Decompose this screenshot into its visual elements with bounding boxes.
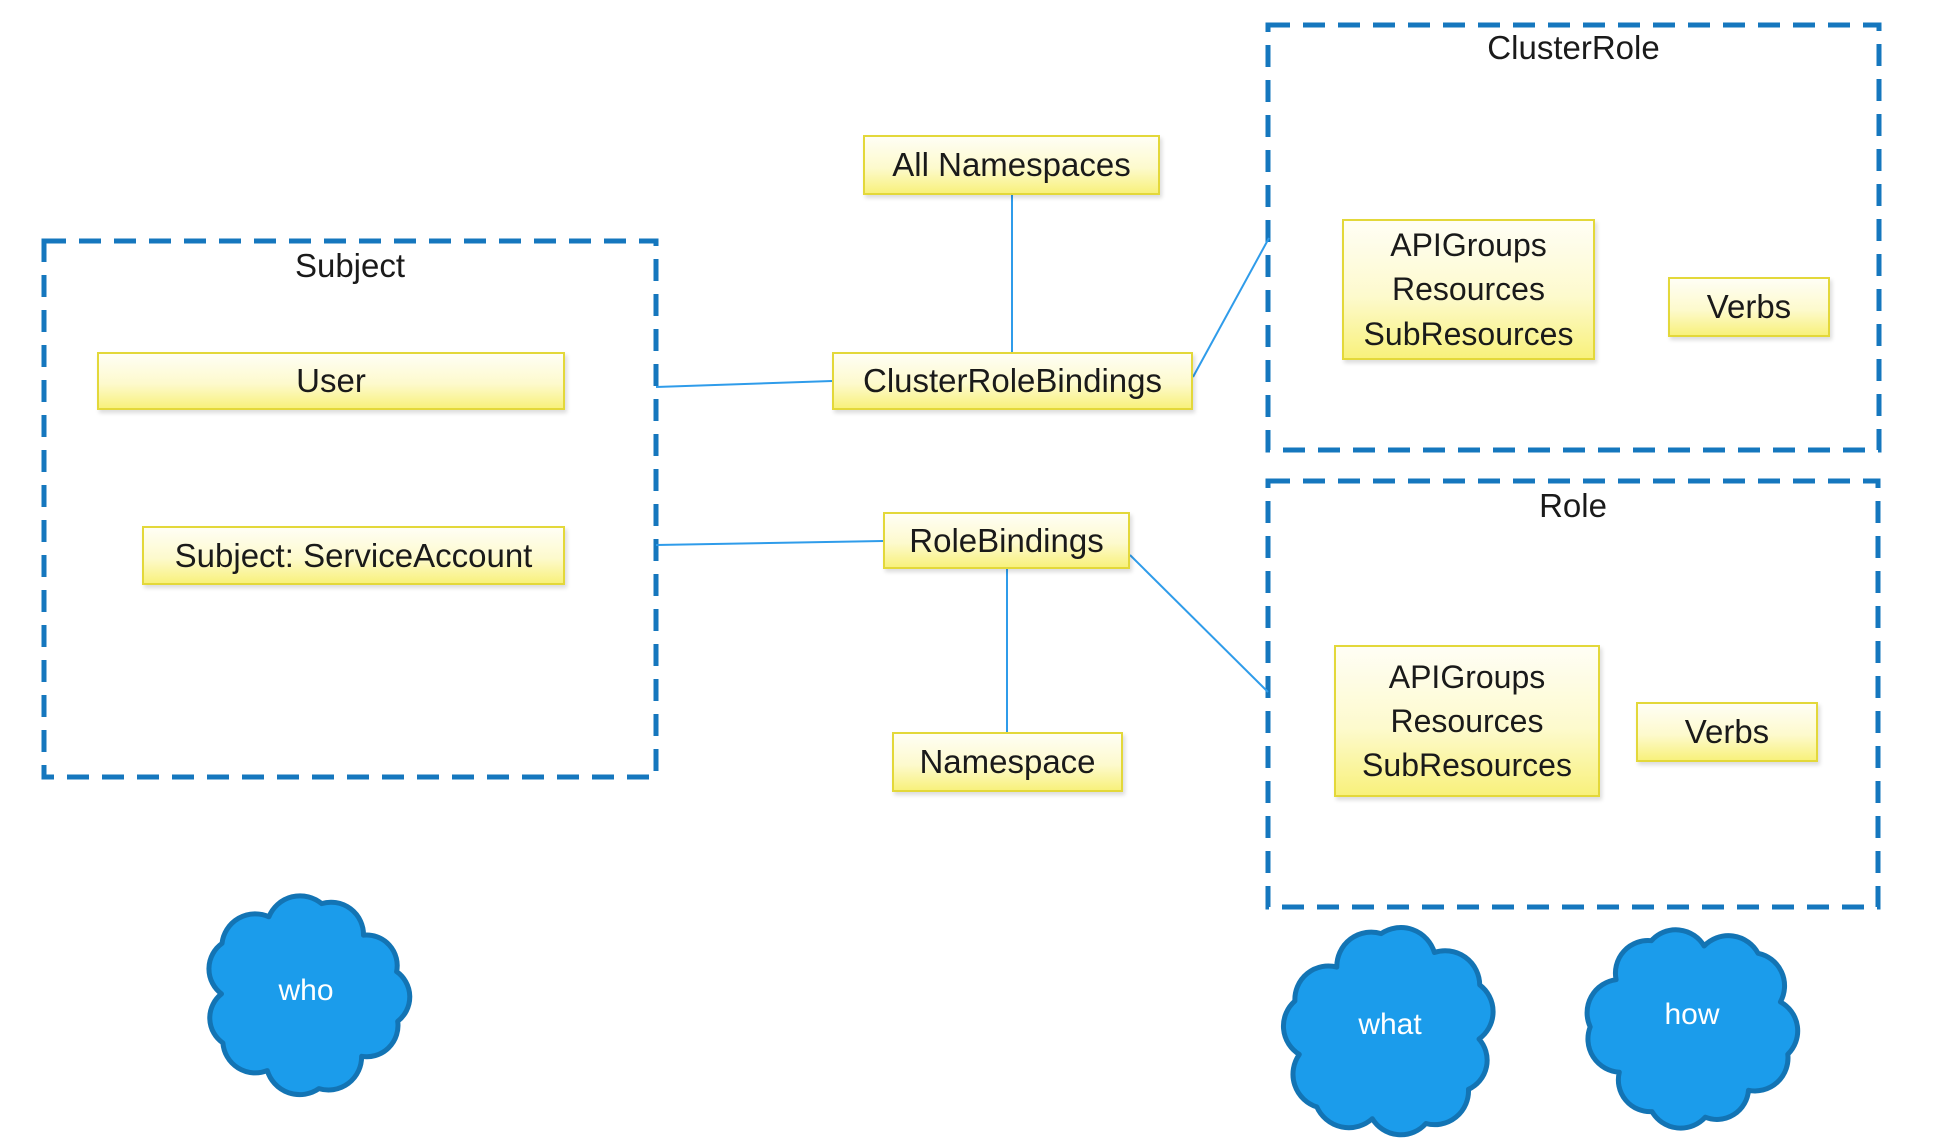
user-label: User xyxy=(296,362,366,399)
how-cloud-label: how xyxy=(1664,998,1720,1031)
how-cloud xyxy=(1584,927,1801,1131)
role-group-border xyxy=(1265,478,1881,910)
what-cloud-label: what xyxy=(1358,1008,1422,1041)
namespace-label: Namespace xyxy=(919,743,1096,780)
role-verbs-label: Verbs xyxy=(1684,713,1770,750)
cluster-role-verbs-node: Verbs xyxy=(1668,277,1830,337)
cluster-role-bindings-label: ClusterRoleBindings xyxy=(863,362,1162,399)
what-cloud xyxy=(1280,925,1496,1138)
service-account-label: Subject: ServiceAccount xyxy=(174,536,533,574)
role-verbs-node: Verbs xyxy=(1636,702,1818,762)
namespace-node: Namespace xyxy=(892,732,1123,792)
cluster-role-group-border xyxy=(1265,22,1882,453)
who-cloud-label: who xyxy=(278,974,334,1007)
role-bindings-node: RoleBindings xyxy=(883,512,1130,569)
role-bindings-label: RoleBindings xyxy=(909,521,1104,559)
role-rules-line-apigroups: APIGroups xyxy=(1388,658,1546,695)
cluster-role-rules-line-resources: Resources xyxy=(1392,271,1545,308)
all-namespaces-node: All Namespaces xyxy=(863,135,1160,195)
cluster-role-verbs-label: Verbs xyxy=(1706,288,1792,325)
service-account-node: Subject: ServiceAccount xyxy=(142,526,565,585)
subject-group-title: Subject xyxy=(294,247,406,284)
cluster-role-rules-node: APIGroups Resources SubResources xyxy=(1342,219,1595,360)
edge-subject-clusterrolebindings xyxy=(655,380,833,388)
cluster-role-bindings-node: ClusterRoleBindings xyxy=(832,352,1193,410)
subject-group-border xyxy=(41,238,659,780)
user-node: User xyxy=(97,352,565,410)
all-namespaces-label: All Namespaces xyxy=(892,146,1131,183)
edge-clusterrolebindings-clusterrole xyxy=(1192,237,1270,378)
role-rules-node: APIGroups Resources SubResources xyxy=(1334,645,1600,797)
cluster-role-rules-line-subresources: SubResources xyxy=(1363,315,1574,352)
edge-rolebindings-role xyxy=(1129,554,1269,693)
who-cloud xyxy=(206,893,413,1098)
role-rules-line-subresources: SubResources xyxy=(1362,747,1572,784)
cluster-role-group-title: ClusterRole xyxy=(1487,29,1660,66)
edge-subject-rolebindings xyxy=(655,540,884,546)
role-rules-line-resources: Resources xyxy=(1390,702,1544,739)
cluster-role-rules-line-apigroups: APIGroups xyxy=(1390,227,1547,264)
role-group-title: Role xyxy=(1539,487,1607,524)
